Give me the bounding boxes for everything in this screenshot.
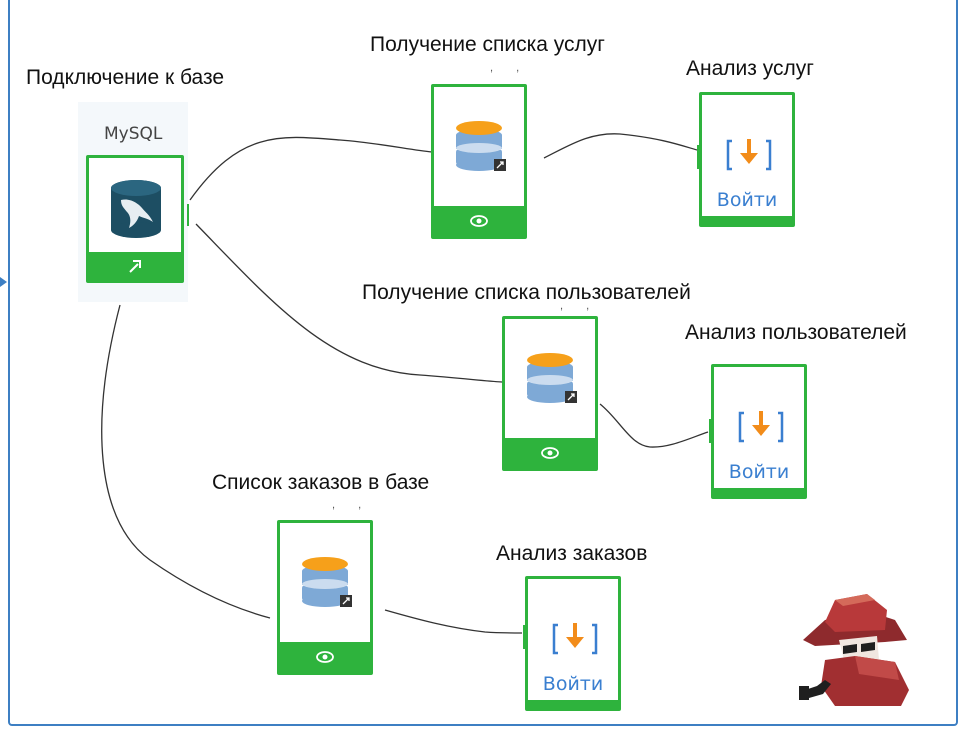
users-query-footer (505, 438, 595, 468)
canvas-frame (8, 0, 958, 726)
eye-icon[interactable] (540, 446, 560, 460)
users-query-title: Получение списка пользователей (362, 281, 691, 304)
users-query-marks: , , (560, 300, 600, 312)
eye-icon[interactable] (315, 650, 335, 664)
mysql-dolphin-icon (111, 180, 161, 238)
services-query-title: Получение списка услуг (370, 33, 605, 56)
users-analysis-input-port[interactable] (709, 419, 711, 443)
services-query-node[interactable] (431, 84, 527, 239)
wire-users-to-analysis (599, 403, 709, 448)
services-analysis-input-port[interactable] (697, 145, 699, 169)
database-icon (302, 557, 352, 607)
wire-orders-to-analysis (384, 609, 523, 634)
import-arrow-icon (552, 623, 598, 655)
orders-query-marks: , , (332, 499, 372, 511)
orders-analysis-input-port[interactable] (523, 625, 525, 649)
database-icon (456, 121, 506, 171)
orders-query-title: Список заказов в базе (212, 471, 430, 494)
wire-connection-to-users (195, 223, 503, 383)
orders-analysis-button[interactable]: Войти (542, 673, 604, 695)
users-query-node[interactable] (502, 316, 598, 471)
wire-connection-to-orders (101, 304, 271, 619)
orders-analysis-title: Анализ заказов (496, 542, 648, 565)
services-query-marks: , , (490, 62, 530, 74)
orders-query-footer (280, 642, 370, 672)
frame-anchor-marker (0, 277, 7, 287)
import-arrow-icon (738, 411, 784, 443)
users-analysis-title: Анализ пользователей (685, 321, 907, 344)
connection-output-port[interactable] (187, 204, 189, 226)
import-arrow-icon (726, 139, 772, 171)
wire-connection-to-services (189, 136, 433, 201)
eye-icon[interactable] (469, 214, 489, 228)
users-analysis-button[interactable]: Войти (728, 461, 790, 483)
services-analysis-node[interactable]: Войти (697, 92, 795, 227)
users-analysis-footer (714, 488, 804, 496)
connection-arrow-icon[interactable] (126, 257, 144, 275)
database-icon (527, 353, 577, 403)
connection-footer-bar (89, 252, 181, 280)
services-analysis-button[interactable]: Войти (716, 189, 778, 211)
connection-title: Подключение к базе (26, 66, 225, 89)
connection-subtitle: MySQL (104, 124, 163, 144)
mysql-connection-node[interactable] (86, 155, 189, 283)
services-analysis-title: Анализ услуг (686, 57, 814, 80)
users-analysis-node[interactable]: Войти (709, 364, 807, 499)
orders-analysis-node[interactable]: Войти (523, 576, 621, 711)
services-query-footer (434, 206, 524, 236)
orders-query-node[interactable] (277, 520, 373, 675)
wire-services-to-analysis (543, 133, 698, 159)
detective-mascot-icon (799, 594, 909, 706)
orders-analysis-footer (528, 700, 618, 708)
services-analysis-footer (702, 216, 792, 224)
